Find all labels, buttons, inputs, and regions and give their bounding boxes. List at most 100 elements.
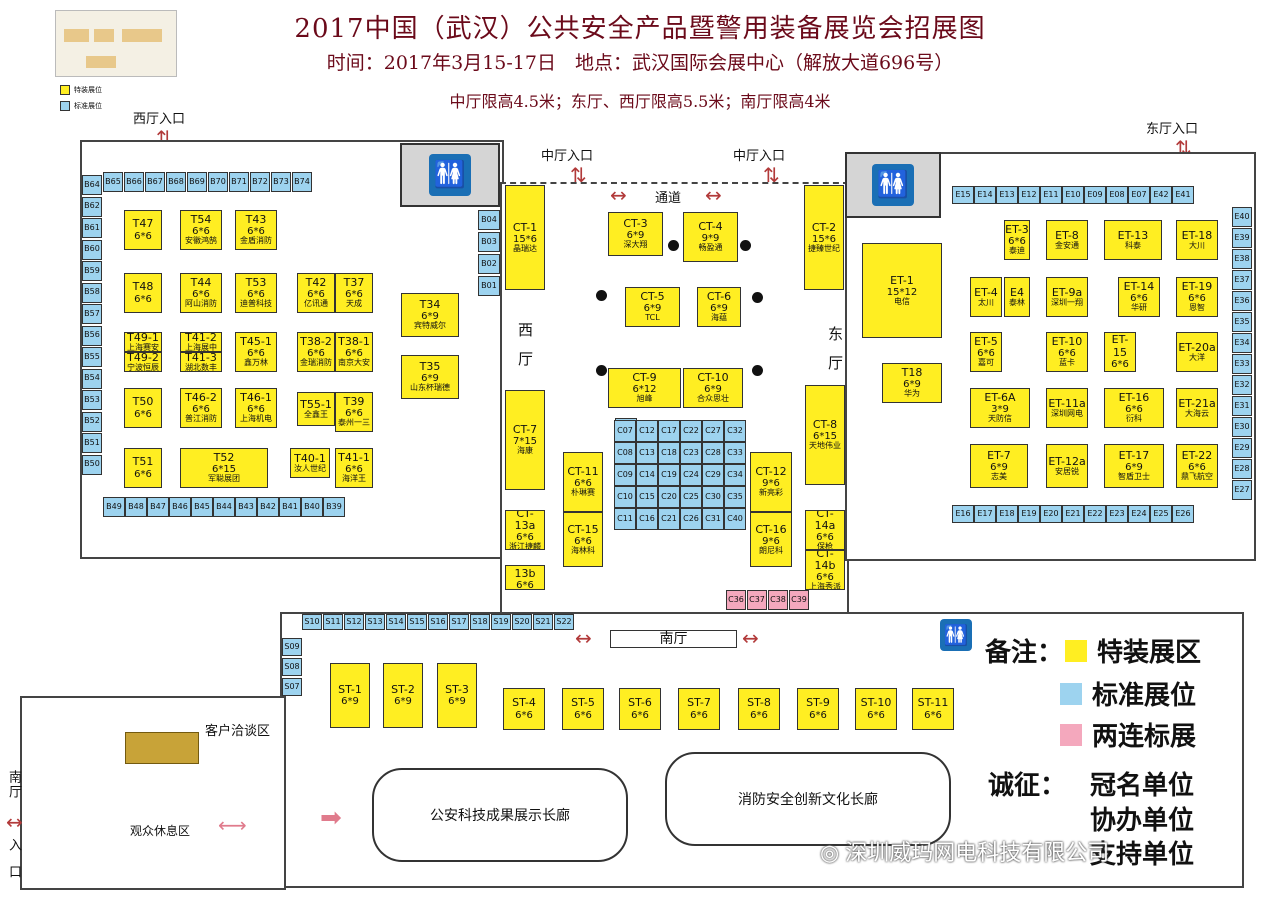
booth-e37[interactable]: E37	[1232, 270, 1252, 290]
booth-c23[interactable]: C23	[680, 442, 702, 464]
booth-s07[interactable]: S07	[282, 678, 302, 696]
booth-b55[interactable]: B55	[82, 347, 102, 367]
booth-b42[interactable]: B42	[257, 497, 279, 517]
booth-c15[interactable]: C15	[636, 486, 658, 508]
booth-b47[interactable]: B47	[147, 497, 169, 517]
booth-e38[interactable]: E38	[1232, 249, 1252, 269]
booth-e14[interactable]: E14	[974, 186, 996, 204]
booth-b52[interactable]: B52	[82, 411, 102, 432]
booth-b40[interactable]: B40	[301, 497, 323, 517]
booth-e31[interactable]: E31	[1232, 396, 1252, 416]
booth-e29[interactable]: E29	[1232, 438, 1252, 458]
booth-b41[interactable]: B41	[279, 497, 301, 517]
booth-b65[interactable]: B65	[103, 172, 123, 192]
booth-c18[interactable]: C18	[658, 442, 680, 464]
booth-b45[interactable]: B45	[191, 497, 213, 517]
booth-e08[interactable]: E08	[1106, 186, 1128, 204]
booth-b64[interactable]: B64	[82, 175, 102, 195]
booth-b39[interactable]: B39	[323, 497, 345, 517]
booth-c11[interactable]: C11	[614, 508, 636, 530]
booth-c33[interactable]: C33	[724, 442, 746, 464]
booth-c13[interactable]: C13	[636, 442, 658, 464]
booth-s11[interactable]: S11	[323, 614, 343, 630]
booth-s14[interactable]: S14	[386, 614, 406, 630]
booth-e34[interactable]: E34	[1232, 333, 1252, 353]
booth-b62[interactable]: B62	[82, 196, 102, 217]
booth-b69[interactable]: B69	[187, 172, 207, 192]
booth-c14[interactable]: C14	[636, 464, 658, 486]
booth-s17[interactable]: S17	[449, 614, 469, 630]
booth-b66[interactable]: B66	[124, 172, 144, 192]
booth-c39[interactable]: C39	[789, 590, 809, 610]
booth-s21[interactable]: S21	[533, 614, 553, 630]
booth-e41[interactable]: E41	[1172, 186, 1194, 204]
booth-b48[interactable]: B48	[125, 497, 147, 517]
booth-c32[interactable]: C32	[724, 420, 746, 442]
booth-b46[interactable]: B46	[169, 497, 191, 517]
booth-e11[interactable]: E11	[1040, 186, 1062, 204]
booth-e22[interactable]: E22	[1084, 505, 1106, 523]
booth-e28[interactable]: E28	[1232, 459, 1252, 479]
booth-c20[interactable]: C20	[658, 486, 680, 508]
booth-c16[interactable]: C16	[636, 508, 658, 530]
booth-c08[interactable]: C08	[614, 442, 636, 464]
booth-b60[interactable]: B60	[82, 239, 102, 260]
booth-b50[interactable]: B50	[82, 454, 102, 475]
booth-b67[interactable]: B67	[145, 172, 165, 192]
booth-b02[interactable]: B02	[478, 254, 500, 274]
booth-c17[interactable]: C17	[658, 420, 680, 442]
booth-s15[interactable]: S15	[407, 614, 427, 630]
booth-b59[interactable]: B59	[82, 261, 102, 281]
booth-e25[interactable]: E25	[1150, 505, 1172, 523]
booth-c36[interactable]: C36	[726, 590, 746, 610]
booth-c29[interactable]: C29	[702, 464, 724, 486]
booth-b44[interactable]: B44	[213, 497, 235, 517]
booth-c40[interactable]: C40	[724, 508, 746, 530]
booth-b51[interactable]: B51	[82, 433, 102, 453]
booth-b71[interactable]: B71	[229, 172, 249, 192]
booth-e09[interactable]: E09	[1084, 186, 1106, 204]
